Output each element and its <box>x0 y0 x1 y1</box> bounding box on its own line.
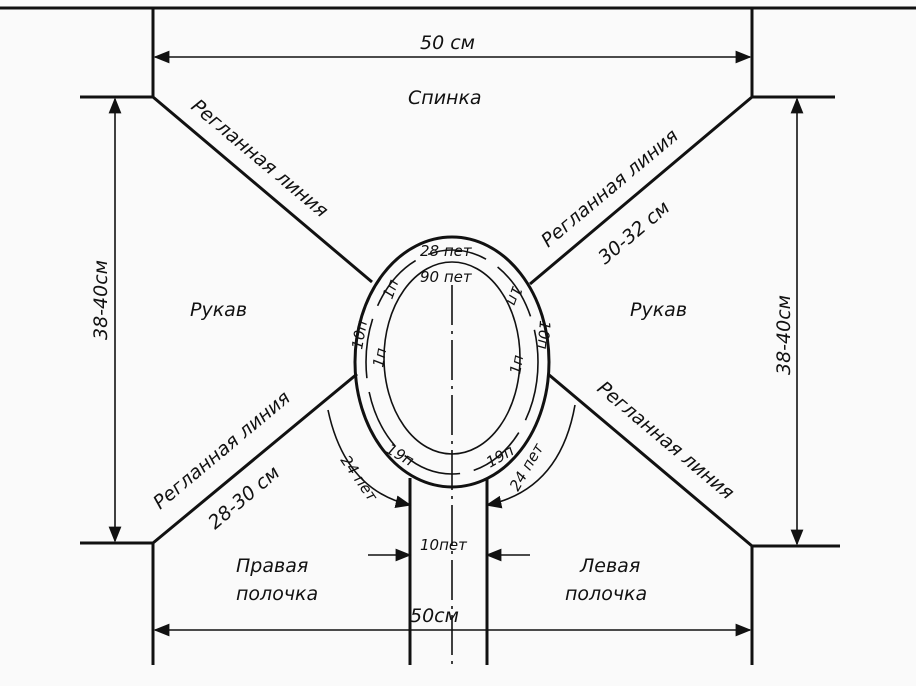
raglan-line-top-left: Регланная линия <box>187 95 333 222</box>
front-left-label-1: Левая <box>579 555 640 577</box>
raglan-stitch-1: 1п <box>379 277 403 302</box>
raglan-stitch-3: 1п <box>369 346 390 368</box>
front-right-label-2: полочка <box>236 583 318 605</box>
raglan-line-bottom-left: Регланная линия <box>149 387 295 514</box>
front-left-label-2: полочка <box>565 583 647 605</box>
front-right-label-1: Правая <box>236 555 308 577</box>
bottom-width-label: 50см <box>410 605 459 627</box>
raglan-stitch-4: 1п <box>506 353 527 375</box>
neck-total-stitches: 90 пет <box>420 268 473 286</box>
right-sleeve-stitches: 10п <box>533 320 553 351</box>
left-sleeve-stitches: 10п <box>348 319 371 351</box>
raglan-top-right-length: 30-32 см <box>594 197 674 269</box>
raglan-line-bottom-right: Регланная линия <box>593 377 739 504</box>
sleeve-right-label: Рукав <box>630 299 687 321</box>
raglan-line-top-right: Регланная линия <box>537 125 683 252</box>
front-right-outer-stitches: 24 пет <box>506 439 548 494</box>
neckline <box>353 235 551 665</box>
raglan-stitch-2: 1п <box>503 284 527 309</box>
front-left-outer-stitches: 24 пет <box>337 452 382 506</box>
front-right-neck-stitches: 19п <box>483 441 517 471</box>
back-stitches: 28 пет <box>420 242 473 260</box>
front-left-neck-stitches: 19п <box>383 440 417 470</box>
top-width-label: 50 см <box>420 32 475 54</box>
raglan-bottom-left-length: 28-30 см <box>204 462 284 534</box>
placket-stitches: 10пет <box>420 536 468 554</box>
dimension-lines <box>108 50 804 637</box>
left-height-label: 38-40см <box>90 260 112 340</box>
right-height-label: 38-40см <box>773 295 795 375</box>
sleeve-left-label: Рукав <box>190 299 247 321</box>
back-label: Спинка <box>408 87 482 109</box>
